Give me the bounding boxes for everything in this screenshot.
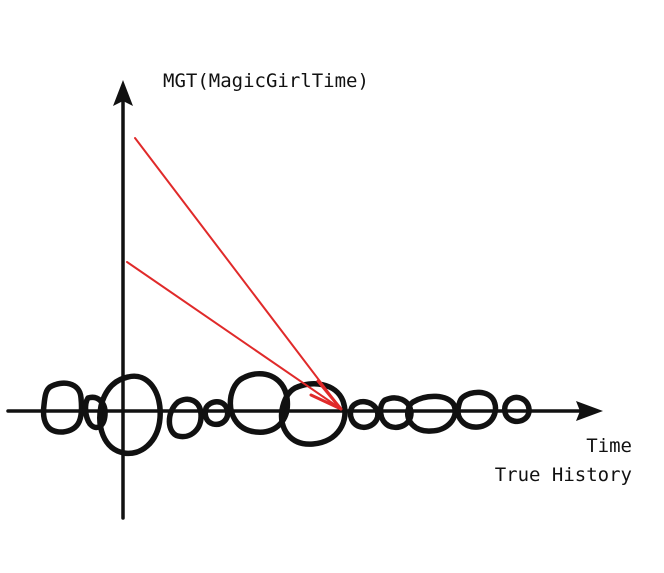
loop-11 <box>455 389 499 430</box>
x-axis-arrowhead <box>576 401 603 421</box>
y-axis-label: MGT(MagicGirlTime) <box>163 70 369 92</box>
timeline-loops <box>40 371 532 457</box>
loop-10 <box>404 393 458 434</box>
loop-3 <box>97 373 163 457</box>
x-axis-label-true-history: True History <box>494 464 632 486</box>
red-arrow-lower <box>126 261 342 410</box>
red-arrows <box>126 137 343 411</box>
loop-1 <box>40 380 85 435</box>
x-axis-label-time: Time <box>586 435 632 457</box>
loop-9 <box>377 395 414 431</box>
loop-8 <box>347 399 381 431</box>
loop-7 <box>278 381 348 447</box>
loop-6 <box>227 371 291 435</box>
loop-4 <box>166 396 204 440</box>
loop-5 <box>202 399 231 428</box>
loop-12 <box>502 394 532 425</box>
y-axis-arrowhead <box>113 80 133 106</box>
red-arrowhead <box>309 379 343 411</box>
red-arrow-upper <box>134 137 342 410</box>
